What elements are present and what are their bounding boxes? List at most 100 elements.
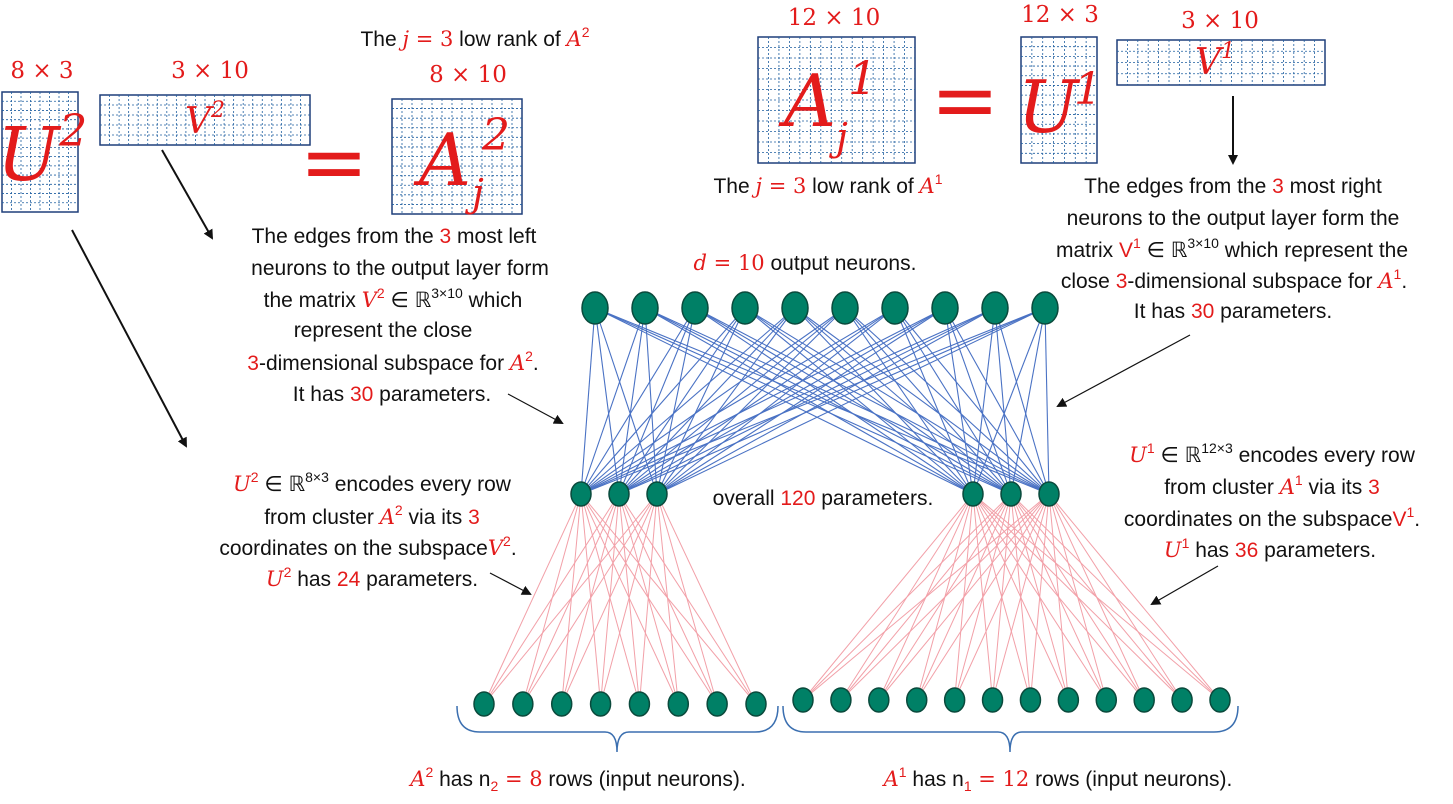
- svg-text:close 3-dimensional subspace f: close 3-dimensional subspace for A1.: [1061, 266, 1407, 293]
- svg-text:coordinates on the subspaceV1.: coordinates on the subspaceV1.: [1124, 504, 1420, 531]
- input-neuron-a2: [706, 691, 728, 717]
- input-hidden-edge: [972, 493, 1069, 701]
- arrow-u1-params: [1150, 565, 1219, 605]
- bracket-a1-inputs: [782, 705, 1239, 753]
- output-neuron: [881, 291, 909, 325]
- matrix-v1: 3 × 10 V1: [1116, 8, 1326, 86]
- u1-superscript: 1: [1074, 64, 1102, 115]
- svg-text:represent the close: represent the close: [294, 319, 473, 342]
- input-neuron-a1: [1209, 687, 1231, 713]
- output-neuron: [631, 291, 659, 325]
- v1-dim-label: 3 × 10: [1181, 8, 1259, 34]
- input-hidden-edge: [972, 493, 1183, 701]
- svg-text:The edges from the 3 most left: The edges from the 3 most left: [252, 225, 537, 248]
- equals-sign-left: =: [300, 115, 369, 210]
- svg-text:matrix V1 ∈ ℝ3×10 which repres: matrix V1 ∈ ℝ3×10 which represent the: [1056, 235, 1408, 262]
- u2-symbol: U2: [0, 106, 87, 198]
- matrix-v2: 3 × 10 V2: [99, 58, 311, 146]
- hidden-output-edge: [644, 307, 974, 495]
- input-neuron-a1: [1057, 687, 1080, 713]
- a2-rows-label: A2 has n2 = 8 rows (input neurons).: [408, 764, 745, 794]
- input-hidden-edge: [802, 493, 974, 701]
- input-neuron-a2: [667, 691, 690, 717]
- input-neuron-a2: [512, 691, 534, 717]
- hidden-neuron-left: [646, 481, 668, 507]
- hidden-output-edge: [580, 307, 796, 495]
- svg-text:It has 30 parameters.: It has 30 parameters.: [1134, 300, 1332, 323]
- arrow-left-edges: [507, 393, 564, 424]
- hidden-output-edge: [644, 307, 658, 495]
- a1j-symbol: A: [778, 59, 836, 143]
- hidden-output-edge: [656, 307, 896, 495]
- matrix-grid: [757, 36, 916, 164]
- hidden-output-edges: [580, 307, 1050, 495]
- matrix-a2j: The j = 3 low rank of A2 8 × 10 A 2 j: [360, 24, 589, 215]
- u1-dim-label: 12 × 3: [1021, 2, 1099, 28]
- hidden-output-edge: [944, 307, 1012, 495]
- matrix-u2: 8 × 3 U2: [0, 58, 87, 213]
- hidden-output-edge: [656, 307, 696, 495]
- svg-text:neurons to the output layer f: neurons to the output layer form: [251, 257, 549, 280]
- input-neuron-a1: [1171, 687, 1193, 713]
- input-hidden-edge: [580, 493, 640, 705]
- hidden-output-edge: [618, 307, 1046, 495]
- input-neuron-a2: [745, 691, 767, 717]
- hidden-neuron-right: [1038, 481, 1060, 507]
- arrow-u2-params: [489, 572, 532, 595]
- output-neuron: [931, 291, 959, 325]
- hidden-output-edge: [656, 307, 996, 495]
- input-neuron-a1: [943, 687, 966, 713]
- input-hidden-edge: [972, 493, 1145, 701]
- hidden-output-edge: [694, 307, 1012, 495]
- hidden-output-edge: [580, 307, 696, 495]
- hidden-output-edge: [894, 307, 1050, 495]
- hidden-output-edge: [656, 307, 746, 495]
- hidden-output-edge: [618, 307, 696, 495]
- a2j-superscript: 2: [481, 110, 510, 161]
- svg-text:3-dimensional subspace for A2.: 3-dimensional subspace for A2.: [247, 348, 538, 375]
- hidden-output-edge: [580, 307, 946, 495]
- hidden-output-edge: [694, 307, 1050, 495]
- a2j-dim-label: 8 × 10: [429, 62, 507, 88]
- svg-text:It has 30 parameters.: It has 30 parameters.: [293, 383, 491, 406]
- svg-text:coordinates on the subspaceV2.: coordinates on the subspaceV2.: [219, 533, 516, 560]
- svg-text:U2 ∈ ℝ8×3 encodes every row: U2 ∈ ℝ8×3 encodes every row: [233, 469, 512, 496]
- input-neuron-a1: [830, 687, 852, 713]
- arrow-right-edges: [1056, 334, 1191, 407]
- hidden-output-edge: [844, 307, 1050, 495]
- neurons: [473, 291, 1231, 717]
- input-hidden-edge: [1010, 493, 1221, 701]
- hidden-output-edge: [894, 307, 1012, 495]
- input-neuron-a1: [1133, 687, 1155, 713]
- input-hidden-edge: [878, 493, 974, 701]
- hidden-neuron-right: [962, 481, 984, 507]
- matrix-grid: [99, 94, 311, 146]
- hidden-output-edge: [994, 307, 1012, 495]
- hidden-output-edge: [944, 307, 1050, 495]
- matrix-u1: 12 × 3 U 1: [1018, 2, 1102, 164]
- a2j-symbol: A: [413, 118, 471, 202]
- hidden-neuron-left: [570, 481, 592, 507]
- hidden-output-edge: [580, 307, 846, 495]
- input-hidden-edge: [580, 493, 757, 705]
- hidden-output-edge: [794, 307, 1012, 495]
- output-neuron: [581, 291, 609, 325]
- input-neuron-a2: [550, 691, 573, 717]
- input-hidden-edge: [561, 493, 582, 705]
- svg-text:the matrix V2 ∈ ℝ3×10 which: the matrix V2 ∈ ℝ3×10 which: [264, 285, 523, 312]
- hidden-output-edge: [594, 307, 974, 495]
- hidden-output-edge: [694, 307, 974, 495]
- svg-text:neurons to the output layer f: neurons to the output layer form the: [1067, 207, 1400, 230]
- equals-sign-right: =: [931, 53, 1000, 148]
- output-neuron: [981, 291, 1009, 325]
- hidden-output-edge: [994, 307, 1050, 495]
- v1-symbol: V1: [1195, 39, 1235, 83]
- hidden-neuron-right: [1000, 481, 1022, 507]
- input-hidden-edge: [1048, 493, 1221, 701]
- a1j-dim-label: 12 × 10: [788, 5, 880, 31]
- hidden-output-edge: [580, 307, 1046, 495]
- input-hidden-edge: [580, 493, 602, 705]
- input-hidden-edge: [972, 493, 1031, 701]
- a1j-superscript: 1: [848, 51, 877, 105]
- hidden-output-edge: [1044, 307, 1050, 495]
